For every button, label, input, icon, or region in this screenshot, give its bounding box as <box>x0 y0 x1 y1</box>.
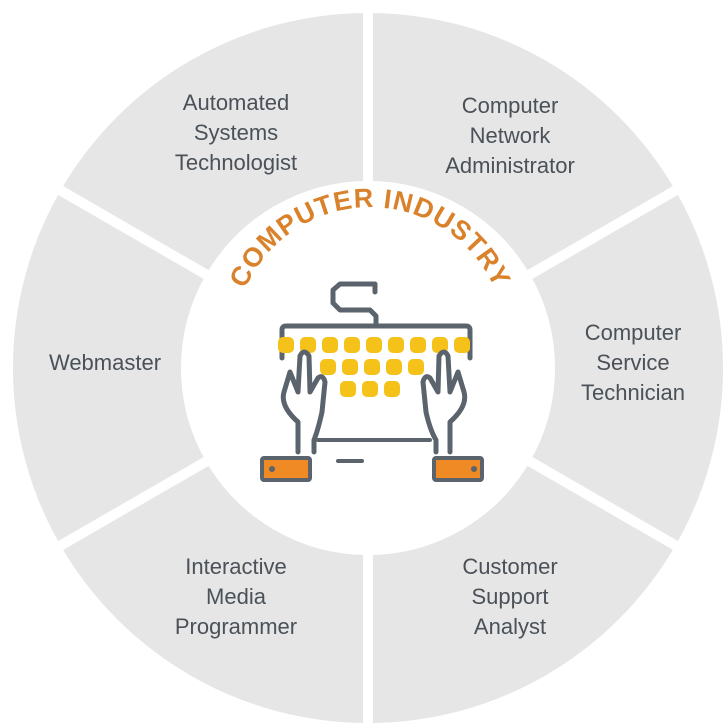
keyboard-key <box>300 337 316 353</box>
segment-computer-network-administrator <box>363 2 687 284</box>
segment-interactive-media-programmer <box>49 452 373 725</box>
keyboard-key <box>432 337 448 353</box>
keyboard-key <box>278 337 294 353</box>
keyboard-key <box>366 337 382 353</box>
keyboard-key <box>410 337 426 353</box>
keyboard-key <box>384 381 400 397</box>
keyboard-key <box>364 359 380 375</box>
keyboard-key <box>340 381 356 397</box>
keyboard-key <box>342 359 358 375</box>
keyboard-typing-hands-icon <box>260 281 484 482</box>
segment-customer-support-analyst <box>363 452 687 725</box>
keyboard-key <box>454 337 470 353</box>
keyboard-key <box>322 337 338 353</box>
keyboard-keys <box>278 337 470 397</box>
keyboard-key <box>388 337 404 353</box>
career-webmaster: Webmaster <box>48 350 162 375</box>
keyboard-key <box>344 337 360 353</box>
keyboard-key <box>320 359 336 375</box>
segment-computer-service-technician <box>518 181 723 555</box>
segment-automated-systems-technologist <box>49 2 373 284</box>
keyboard-key <box>362 381 378 397</box>
keyboard-key <box>408 359 424 375</box>
segment-webmaster <box>3 181 218 555</box>
keyboard-key <box>386 359 402 375</box>
